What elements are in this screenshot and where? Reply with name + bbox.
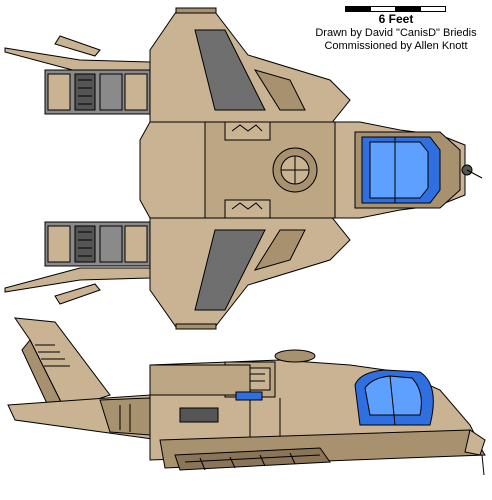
- canopy-highlight: [369, 141, 429, 199]
- top-turret: [274, 349, 316, 363]
- top-view: [4, 7, 483, 330]
- scale-bar: [345, 6, 447, 12]
- lower-wing-grille: [194, 229, 266, 311]
- lower-wing-grille: [253, 229, 306, 271]
- lower-engine: [4, 221, 151, 305]
- side-view: [7, 317, 486, 476]
- exhaust-slot: [179, 407, 219, 423]
- side-canopy-highlight: [364, 375, 422, 416]
- commission-credit: Commissioned by Allen Knott: [324, 40, 468, 52]
- scale-label: 6 Feet: [378, 12, 414, 26]
- wing-rail: [175, 323, 217, 330]
- upper-wing-grille: [194, 29, 266, 111]
- nose-cone: [464, 429, 486, 456]
- artist-credit: Drawn by David "CanisD" Briedis: [315, 27, 477, 39]
- upper-engine: [4, 35, 151, 115]
- panel-mark: [231, 124, 263, 132]
- wing-rail: [175, 7, 217, 14]
- scale-bar-segment: [420, 6, 446, 12]
- upper-wing-grille: [253, 69, 306, 111]
- dorsal-hump: [149, 364, 251, 396]
- side-window: [235, 391, 263, 401]
- panel-mark: [231, 202, 263, 210]
